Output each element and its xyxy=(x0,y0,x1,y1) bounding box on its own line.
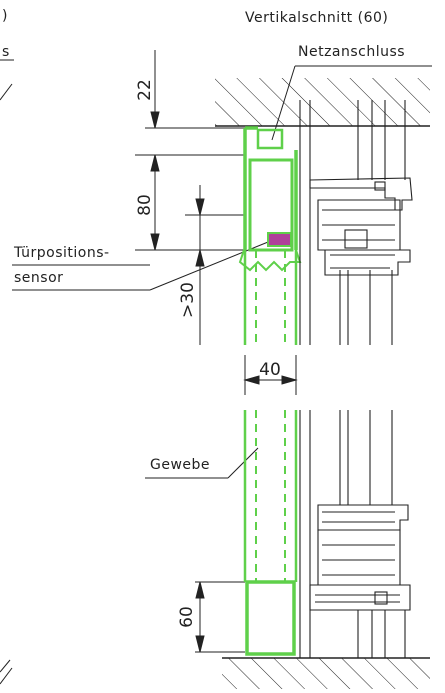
screen-assembly xyxy=(238,126,302,656)
window-frame-profiles xyxy=(299,100,413,658)
leader-lines xyxy=(12,65,432,479)
dimension-60: 60 xyxy=(177,606,197,628)
label-tuerpositionssensor-line2: sensor xyxy=(14,270,64,286)
dimension-30: >30 xyxy=(178,282,198,318)
ceiling-hatch xyxy=(215,78,430,127)
door-position-sensor xyxy=(267,232,292,247)
dimension-lines xyxy=(135,50,298,653)
left-cut-fragments xyxy=(0,59,14,685)
floor-hatch xyxy=(222,657,430,689)
dimension-22: 22 xyxy=(135,79,155,101)
drawing-title: Vertikalschnitt (60) xyxy=(245,10,389,26)
left-cut-label-top: ) xyxy=(2,8,8,24)
label-gewebe: Gewebe xyxy=(150,457,211,473)
label-netzanschluss: Netzanschluss xyxy=(298,44,406,60)
label-tuerpositionssensor-line1: Türpositions- xyxy=(14,245,110,261)
dimension-80: 80 xyxy=(135,194,155,216)
dimension-40: 40 xyxy=(259,360,281,380)
left-cut-label-mid: s xyxy=(2,44,10,60)
